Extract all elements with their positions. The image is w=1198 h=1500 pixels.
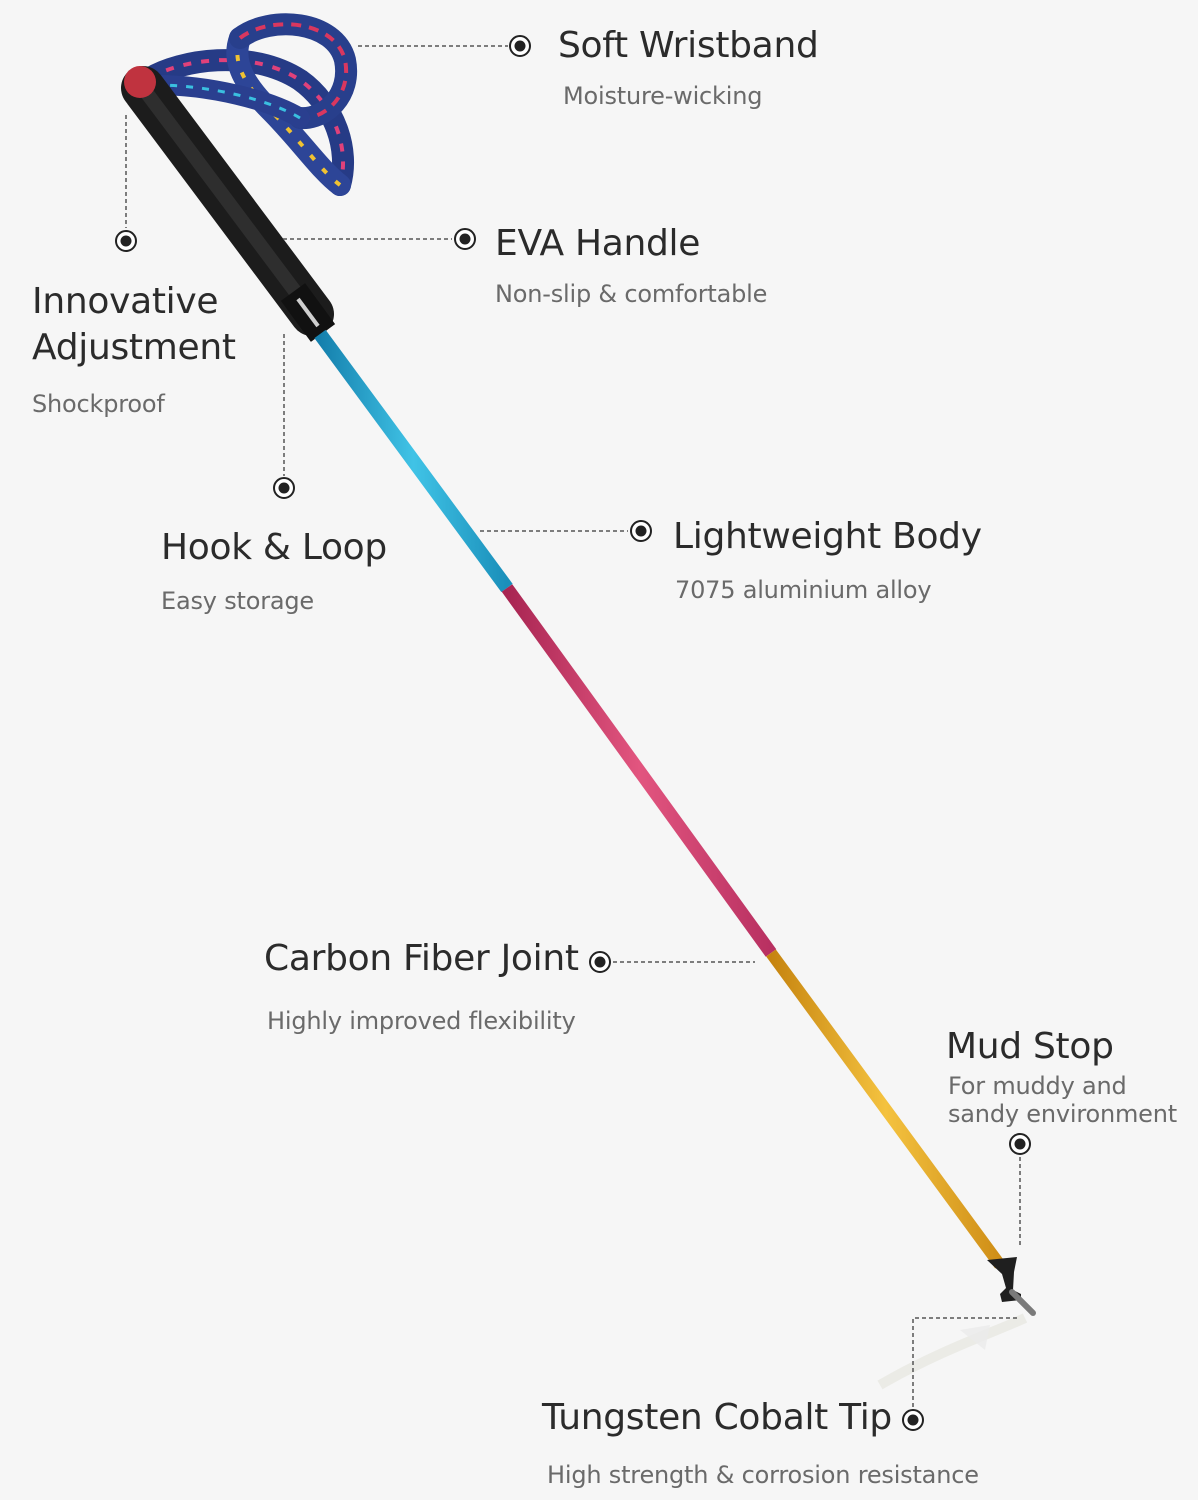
handle-title: EVA Handle <box>495 223 701 264</box>
joint-title: Carbon Fiber Joint <box>264 938 579 979</box>
middle-shaft <box>501 584 777 957</box>
tungsten-tip <box>1009 1289 1036 1316</box>
lower-shaft <box>766 949 1005 1269</box>
tip-marker <box>902 1409 924 1431</box>
hook-loop-title: Hook & Loop <box>161 527 387 568</box>
adjustment-title-line1: Innovative <box>32 281 219 322</box>
wristband-marker <box>509 35 531 57</box>
upper-shaft <box>314 329 513 593</box>
adjustment-subtitle: Shockproof <box>32 390 165 418</box>
mud-stop-marker <box>1009 1133 1031 1155</box>
mud-stop-subtitle-line1: For muddy and <box>948 1072 1127 1100</box>
adjustment-marker <box>115 230 137 252</box>
hook-loop-subtitle: Easy storage <box>161 587 314 615</box>
handle-subtitle: Non-slip & comfortable <box>495 280 768 308</box>
leader-lines <box>125 45 1021 1407</box>
mud-stop-subtitle-line2: sandy environment <box>948 1100 1177 1128</box>
wristband-title: Soft Wristband <box>558 25 819 66</box>
wristband-subtitle: Moisture-wicking <box>563 82 763 110</box>
joint-subtitle: Highly improved flexibility <box>267 1007 576 1035</box>
body-title: Lightweight Body <box>673 516 982 557</box>
adjustment-title-line2: Adjustment <box>32 327 236 368</box>
mud-stop-title: Mud Stop <box>946 1026 1114 1067</box>
body-marker <box>630 520 652 542</box>
joint-marker <box>589 951 611 973</box>
callout-markers <box>115 35 1031 1431</box>
hook-loop-marker <box>273 477 295 499</box>
handle-marker <box>454 228 476 250</box>
wrist-strap <box>139 13 358 196</box>
tip-subtitle: High strength & corrosion resistance <box>547 1461 979 1489</box>
body-subtitle: 7075 aluminium alloy <box>675 576 932 604</box>
tip-title: Tungsten Cobalt Tip <box>542 1397 892 1438</box>
